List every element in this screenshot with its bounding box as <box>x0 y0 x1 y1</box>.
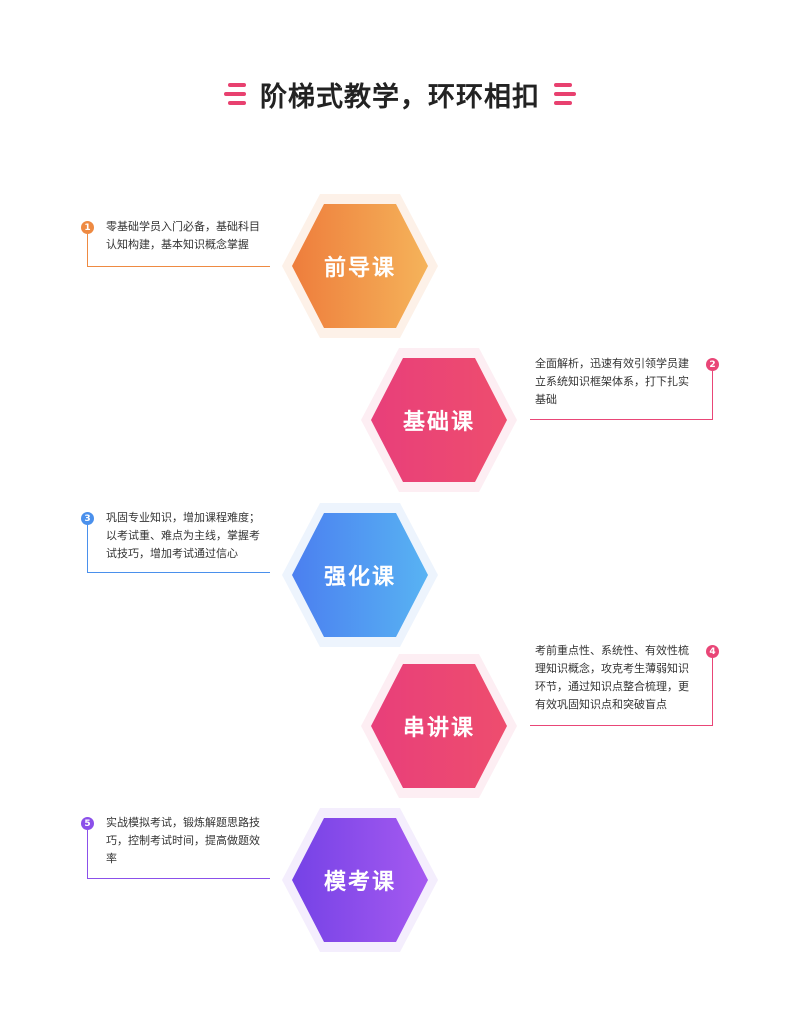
step-description-1: 零基础学员入门必备，基础科目 认知构建，基本知识概念掌握 <box>106 218 276 254</box>
step-number-5: 5 <box>81 817 94 830</box>
connector-line <box>712 658 713 726</box>
connector-line <box>87 878 270 879</box>
connector-line <box>87 266 270 267</box>
desc-line: 以考试重、难点为主线，掌握考 <box>106 529 260 542</box>
page-title: 阶梯式教学，环环相扣 <box>260 81 540 113</box>
page-header: 阶梯式教学，环环相扣 <box>0 72 800 116</box>
step-description-5: 实战模拟考试，锻炼解题思路技 巧，控制考试时间，提高做题效 率 <box>106 814 276 868</box>
hex-step-1: 前导课 <box>280 192 440 340</box>
desc-line: 环节，通过知识点整合梳理，更 <box>535 680 689 693</box>
step-description-2: 全面解析，迅速有效引领学员建 立系统知识框架体系，打下扎实 基础 <box>535 355 703 409</box>
step-number-4: 4 <box>706 645 719 658</box>
step-description-4: 考前重点性、系统性、有效性梳 理知识概念，攻克考生薄弱知识 环节，通过知识点整合… <box>535 642 703 714</box>
connector-line <box>530 725 713 726</box>
desc-line: 零基础学员入门必备，基础科目 <box>106 220 260 233</box>
connector-line <box>530 419 713 420</box>
connector-line <box>712 371 713 420</box>
desc-line: 考前重点性、系统性、有效性梳 <box>535 644 689 657</box>
desc-line: 试技巧，增加考试通过信心 <box>106 547 238 560</box>
connector-line <box>87 234 88 267</box>
hex-label-step-3: 强化课 <box>323 565 396 590</box>
connector-line <box>87 830 88 879</box>
title-decoration-left <box>224 83 246 105</box>
hex-label-step-1: 前导课 <box>323 256 396 281</box>
hex-step-2: 基础课 <box>359 346 519 494</box>
desc-line: 认知构建，基本知识概念掌握 <box>106 238 249 251</box>
step-number-3: 3 <box>81 512 94 525</box>
hex-label-step-4: 串讲课 <box>402 716 475 741</box>
hex-step-5: 模考课 <box>280 806 440 954</box>
hex-label-step-2: 基础课 <box>402 410 475 435</box>
desc-line: 实战模拟考试，锻炼解题思路技 <box>106 816 260 829</box>
title-decoration-right <box>554 83 576 105</box>
hex-step-3: 强化课 <box>280 501 440 649</box>
step-number-2: 2 <box>706 358 719 371</box>
desc-line: 理知识概念，攻克考生薄弱知识 <box>535 662 689 675</box>
desc-line: 全面解析，迅速有效引领学员建 <box>535 357 689 370</box>
connector-line <box>87 572 270 573</box>
desc-line: 率 <box>106 852 117 865</box>
desc-line: 立系统知识框架体系，打下扎实 <box>535 375 689 388</box>
desc-line: 巧，控制考试时间，提高做题效 <box>106 834 260 847</box>
hex-step-4: 串讲课 <box>359 652 519 800</box>
hex-label-step-5: 模考课 <box>323 870 396 895</box>
connector-line <box>87 525 88 573</box>
desc-line: 有效巩固知识点和突破盲点 <box>535 698 667 711</box>
step-number-1: 1 <box>81 221 94 234</box>
desc-line: 巩固专业知识，增加课程难度； <box>106 511 260 524</box>
desc-line: 基础 <box>535 393 557 406</box>
step-description-3: 巩固专业知识，增加课程难度； 以考试重、难点为主线，掌握考 试技巧，增加考试通过… <box>106 509 276 563</box>
